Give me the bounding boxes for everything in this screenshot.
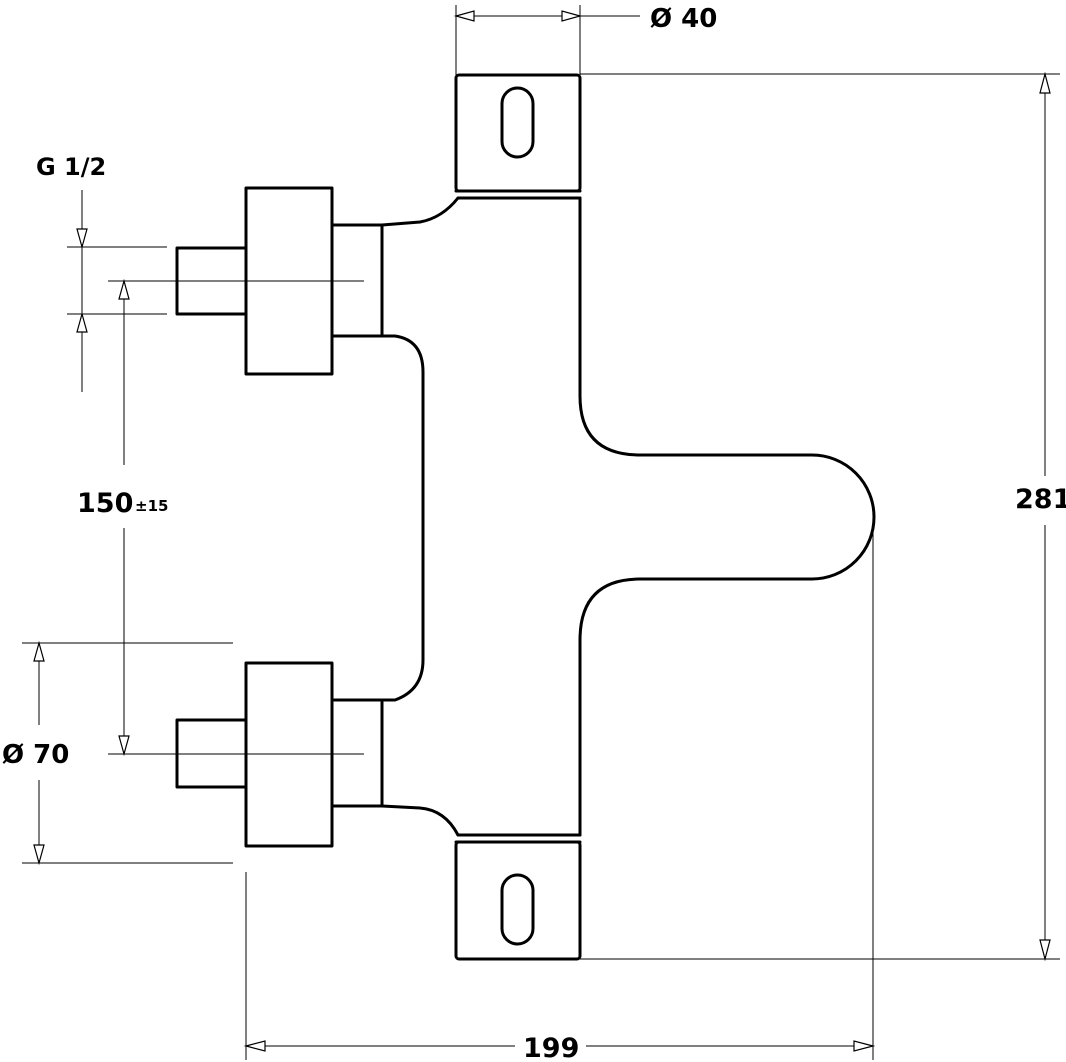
dimension-arrows xyxy=(33,10,1051,1052)
dimension-lines xyxy=(22,5,1060,1060)
dim-thread: G 1/2 xyxy=(36,153,106,181)
dim-centers-tolerance: ±15 xyxy=(135,497,168,515)
dim-body-diameter: Ø 70 xyxy=(2,740,69,770)
dim-width: 199 xyxy=(523,1033,579,1062)
dim-top-diameter: Ø 40 xyxy=(650,4,717,34)
mixer-body xyxy=(175,73,876,961)
bottom-end-cap xyxy=(454,833,582,961)
valve-body-outline xyxy=(380,196,876,837)
dim-centers: 150 xyxy=(77,488,133,519)
dim-height: 281 xyxy=(1015,484,1066,515)
slot-icon xyxy=(500,86,535,159)
slot-icon xyxy=(500,873,535,946)
top-end-cap xyxy=(454,73,582,200)
